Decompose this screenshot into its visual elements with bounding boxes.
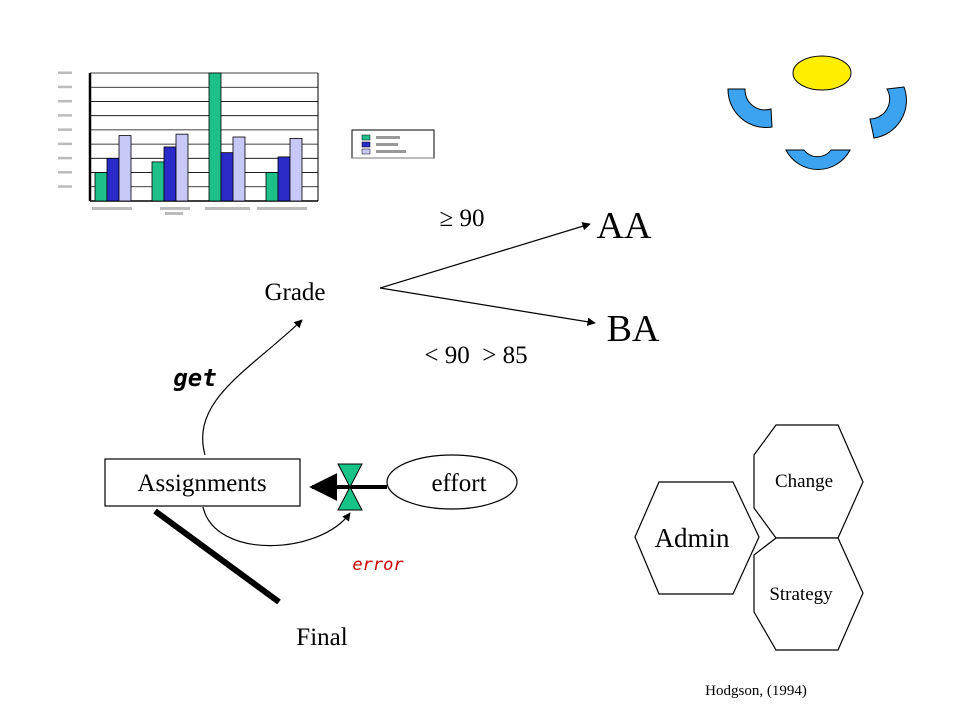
final-link [153, 508, 281, 605]
legend-swatch-1 [361, 134, 371, 141]
bar-chart [58, 71, 435, 215]
admin-label: Admin [654, 523, 730, 553]
blue-arc-bottom [785, 149, 851, 171]
get-curve-arrow [202, 319, 303, 456]
hexagon-cluster: Change Admin Strategy [634, 424, 864, 651]
get-label: get [173, 364, 216, 392]
chart-bar-s1-c4 [265, 172, 279, 202]
change-label: Change [775, 471, 833, 492]
chart-legend [351, 129, 435, 159]
grade-branch: Grade ≥ 90 < 90 > 85 AA BA [264, 205, 659, 369]
grade-label: Grade [264, 279, 325, 306]
arrow-to-ba [379, 287, 596, 326]
chart-y-tick-label [58, 156, 72, 160]
legend-label-3 [376, 150, 406, 153]
condition-mid: < 90 > 85 [424, 342, 527, 369]
stock-flow: get Assignments effort error Final [104, 319, 518, 651]
chart-bar-s1-c1 [94, 172, 108, 202]
chart-y-tick-label [58, 128, 72, 131]
strategy-hexagon [753, 537, 864, 651]
chart-bar-s1-c3 [208, 72, 222, 202]
error-label: error [352, 555, 404, 575]
chart-tick-marks [92, 207, 307, 215]
chart-y-tick-label [58, 142, 72, 146]
legend-label-1 [376, 136, 400, 139]
chart-y-tick-label [58, 71, 72, 74]
chart-bar-s2-c2 [163, 146, 177, 202]
chart-bar-s3-c4 [289, 138, 303, 202]
legend-swatch-2 [361, 141, 371, 148]
strategy-label: Strategy [769, 584, 833, 605]
chart-y-tick-label [58, 99, 72, 103]
x-tick-label-1 [92, 207, 132, 210]
assignments-label: Assignments [137, 470, 266, 497]
final-label: Final [296, 624, 347, 651]
error-curve-arrow [202, 506, 351, 547]
outcome-ba: BA [607, 308, 660, 350]
blue-arc-right [869, 86, 907, 139]
outcome-aa: AA [597, 205, 652, 247]
legend-label-2 [376, 143, 398, 146]
chart-bar-s2-c1 [106, 157, 120, 202]
cycle-graphic [727, 55, 907, 171]
chart-bar-s2-c3 [220, 152, 234, 202]
chart-y-tick-label [58, 85, 72, 89]
chart-y-tick-label [58, 114, 72, 117]
effort-label: effort [431, 470, 486, 497]
x-tick-label-4 [257, 207, 307, 210]
arrow-to-aa [379, 222, 591, 289]
chart-bar-s3-c3 [232, 136, 246, 202]
chart-bars [94, 72, 303, 202]
change-hexagon [753, 424, 864, 539]
chart-bar-s1-c2 [151, 161, 165, 202]
assignments-stock [104, 458, 301, 507]
x-tick-label-2 [160, 207, 190, 210]
valve-top [337, 463, 363, 489]
legend-swatch-3 [361, 148, 371, 155]
citation: Hodgson, (1994) [705, 683, 807, 699]
admin-hexagon [634, 481, 760, 595]
chart-bar-s3-c1 [118, 135, 132, 202]
chart-y-tick-label [58, 171, 72, 174]
chart-bar-s3-c2 [175, 133, 189, 202]
x-tick-label-2b [165, 212, 183, 215]
yellow-ellipse [792, 55, 852, 91]
valve-bottom [337, 485, 363, 511]
blue-arc-left [727, 88, 773, 128]
x-tick-label-3 [205, 207, 250, 210]
condition-high: ≥ 90 [440, 205, 485, 232]
chart-bar-s2-c4 [277, 156, 291, 202]
chart-y-tick-label [58, 185, 72, 188]
effort-node [386, 454, 518, 510]
